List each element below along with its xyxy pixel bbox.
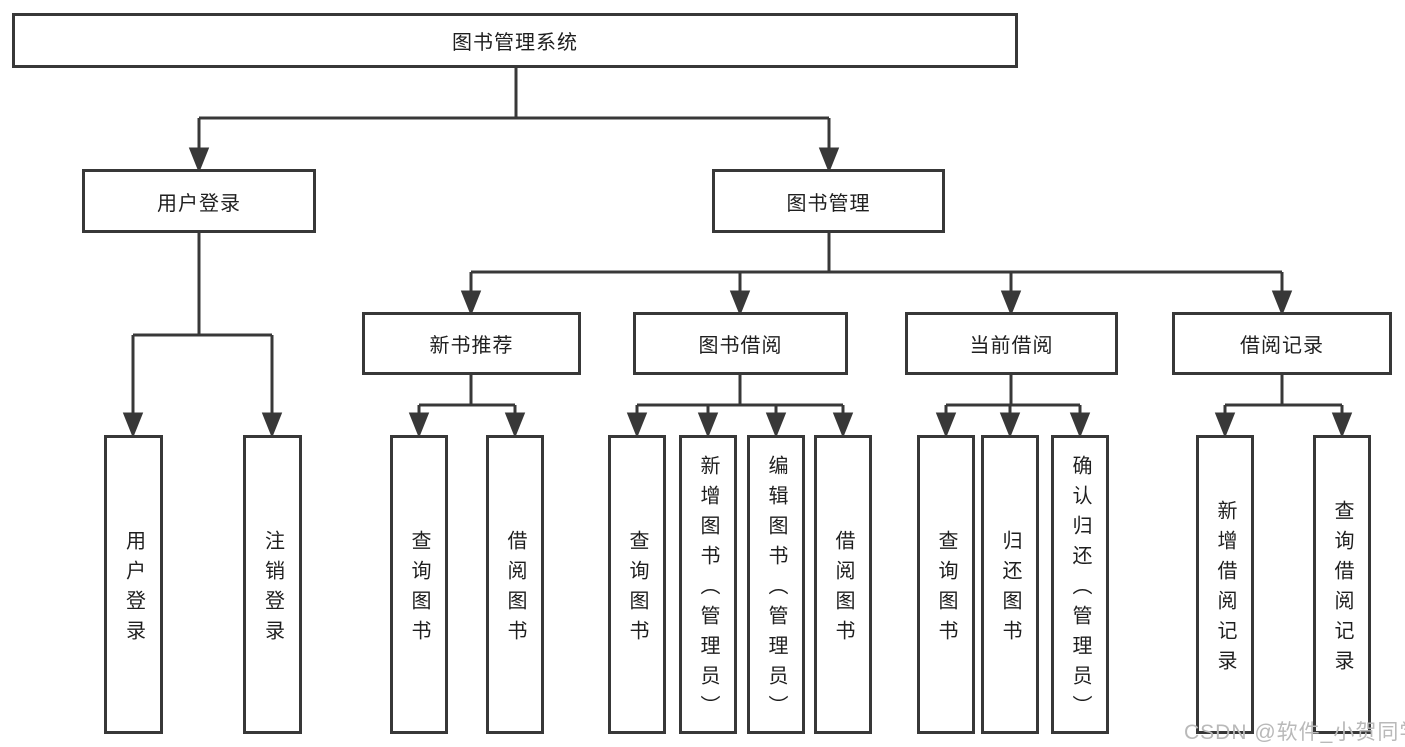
leaf-query-borrow-record: 查询借阅记录 (1313, 435, 1371, 734)
leaf-return-books: 归还图书 (981, 435, 1039, 734)
leaf-query-books-current: 查询图书 (917, 435, 975, 734)
connector-user-login (122, 232, 283, 439)
connector-current-borrowing (935, 375, 1091, 439)
node-user-login: 用户登录 (82, 169, 316, 233)
leaf-logout: 注销登录 (243, 435, 302, 734)
leaf-add-borrow-record: 新增借阅记录 (1196, 435, 1254, 734)
leaf-borrow-books-recommend: 借阅图书 (486, 435, 544, 734)
leaf-query-books-recommend: 查询图书 (390, 435, 448, 734)
connector-book-borrowing (626, 375, 854, 439)
node-current-borrowing: 当前借阅 (905, 312, 1118, 375)
csdn-watermark: CSDN @软件_小贺同学 (1184, 721, 1405, 744)
leaf-edit-book-admin: 编辑图书（管理员） (747, 435, 805, 734)
leaf-add-book-admin: 新增图书（管理员） (679, 435, 737, 734)
leaf-query-books-borrowing: 查询图书 (608, 435, 666, 734)
node-book-management: 图书管理 (712, 169, 945, 233)
node-book-borrowing: 图书借阅 (633, 312, 848, 375)
node-new-book-recommendation: 新书推荐 (362, 312, 581, 375)
leaf-confirm-return-admin: 确认归还（管理员） (1051, 435, 1109, 734)
leaf-borrow-books-borrowing: 借阅图书 (814, 435, 872, 734)
node-root-system: 图书管理系统 (12, 13, 1018, 68)
node-borrowing-records: 借阅记录 (1172, 312, 1392, 375)
leaf-user-login: 用户登录 (104, 435, 163, 734)
connector-borrowing-records (1214, 375, 1353, 439)
connector-root (188, 68, 840, 174)
connector-new-book-recommendation (408, 375, 526, 439)
connector-book-management (460, 233, 1293, 317)
